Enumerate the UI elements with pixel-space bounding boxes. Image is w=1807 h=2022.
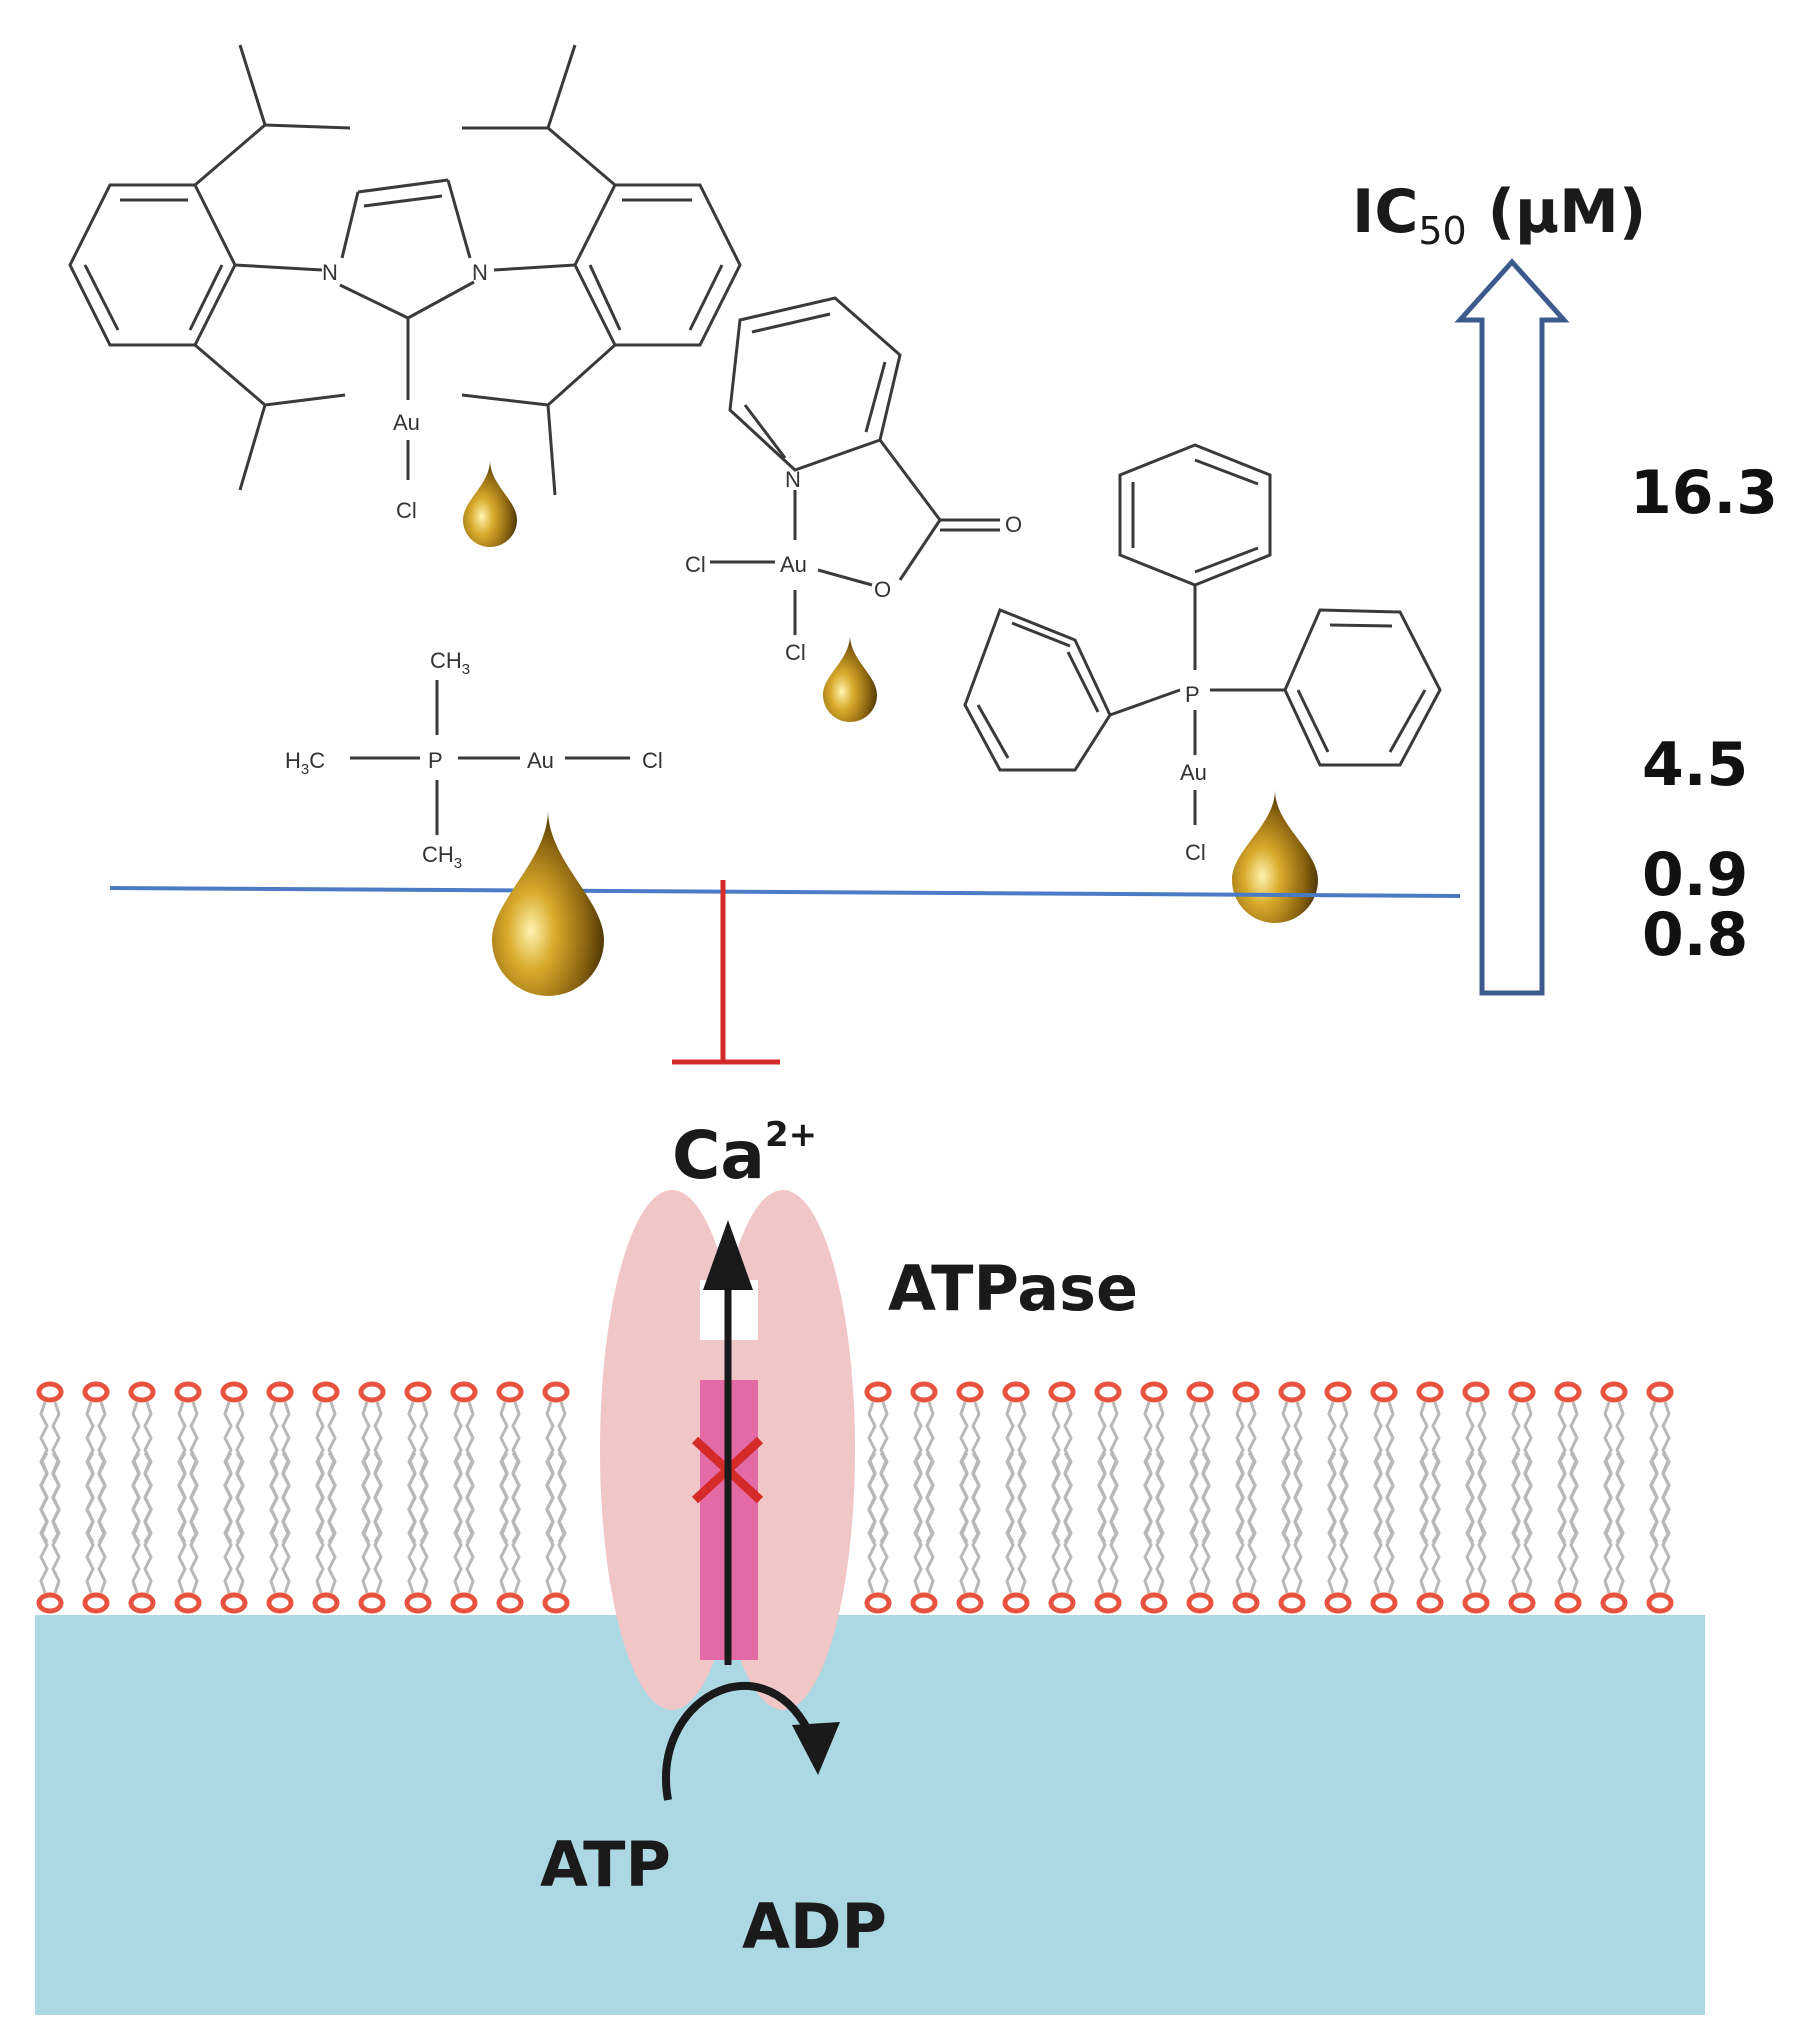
atom-n-right: N	[472, 260, 488, 285]
lipid-head	[1005, 1453, 1027, 1611]
ic50-value: 0.9	[1642, 840, 1748, 910]
ic50-value: 4.5	[1642, 730, 1748, 800]
lipid-head	[1511, 1453, 1533, 1611]
atom-n-left: N	[322, 260, 338, 285]
lipid-head	[545, 1453, 567, 1611]
lipid-head	[131, 1453, 153, 1611]
ic50-value: 16.3	[1630, 458, 1778, 528]
lipid-head	[177, 1453, 199, 1611]
lipid-head	[39, 1453, 61, 1611]
lipid-head	[1419, 1453, 1441, 1611]
lipid-head	[913, 1453, 935, 1611]
lipid-head	[499, 1453, 521, 1611]
lipid-head	[1143, 1453, 1165, 1611]
atp-label: ATP	[540, 1828, 671, 1901]
calcium-ion-label: Ca2+	[672, 1115, 817, 1194]
atpase-label: ATPase	[888, 1252, 1138, 1325]
gold-drop-icon	[1232, 790, 1318, 923]
atom-au-4: Au	[527, 748, 554, 773]
ic50-axis-title: IC50 (µM)	[1352, 177, 1646, 253]
atom-au-3: Au	[1180, 760, 1207, 785]
gold-drop-icon	[463, 460, 517, 547]
trimethylphosphine-gold-complex: CH3 H3C P Au Cl CH3	[285, 648, 663, 872]
ic50-value: 0.8	[1642, 900, 1748, 970]
lipid-head	[1649, 1453, 1671, 1611]
inhibition-symbol	[672, 880, 780, 1065]
lipid-head	[1235, 1453, 1257, 1611]
lipid-head	[1603, 1453, 1625, 1611]
atom-ch3-bottom: CH3	[422, 842, 462, 872]
ic50-axis-arrow	[1454, 258, 1570, 996]
lipid-head	[1281, 1453, 1303, 1611]
lipid-head	[1373, 1453, 1395, 1611]
atom-cl-4: Cl	[642, 748, 663, 773]
atom-p-4: P	[428, 748, 443, 773]
lipid-head	[959, 1453, 981, 1611]
lipid-head	[453, 1453, 475, 1611]
atom-au: Au	[393, 410, 420, 435]
lipid-head	[1557, 1453, 1579, 1611]
lipid-head	[1465, 1453, 1487, 1611]
triphenylphosphine-gold-complex: P Au Cl	[963, 443, 1442, 865]
lipid-head	[407, 1453, 429, 1611]
atom-o-carbonyl: O	[1005, 512, 1022, 537]
cytoplasm	[35, 1615, 1705, 2015]
adp-label: ADP	[742, 1890, 887, 1963]
calcium-transport-arrow	[703, 1220, 753, 1665]
lipid-head	[1327, 1453, 1349, 1611]
lipid-head	[223, 1453, 245, 1611]
lipid-head	[1051, 1453, 1073, 1611]
lipid-head	[867, 1453, 889, 1611]
lipid-head	[1189, 1453, 1211, 1611]
pyridine-gold-complex: N O O Au Cl Cl	[685, 296, 1022, 665]
lipid-head	[85, 1453, 107, 1611]
atom-cl-3: Cl	[1185, 840, 1206, 865]
lipid-head	[315, 1453, 337, 1611]
atom-au-2: Au	[780, 552, 807, 577]
threshold-line	[109, 886, 1461, 898]
membrane-inner-leaflet	[39, 1453, 1671, 1611]
lipid-head	[361, 1453, 383, 1611]
atom-cl-2b: Cl	[785, 640, 806, 665]
atom-p-3: P	[1185, 682, 1200, 707]
lipid-head	[269, 1453, 291, 1611]
atp-hydrolysis-arrow	[662, 1682, 840, 1801]
atom-cl: Cl	[396, 498, 417, 523]
atom-o-ester: O	[874, 577, 891, 602]
nhc-gold-complex: N N Au Cl	[68, 44, 742, 523]
atom-n-pyridine: N	[785, 467, 801, 492]
gold-drop-icon	[823, 635, 877, 722]
lipid-head	[1097, 1453, 1119, 1611]
atom-cl-2a: Cl	[685, 552, 706, 577]
atom-ch3-top: CH3	[430, 648, 470, 678]
gold-drop-icon	[492, 810, 604, 996]
atom-h3c-left: H3C	[285, 748, 325, 778]
